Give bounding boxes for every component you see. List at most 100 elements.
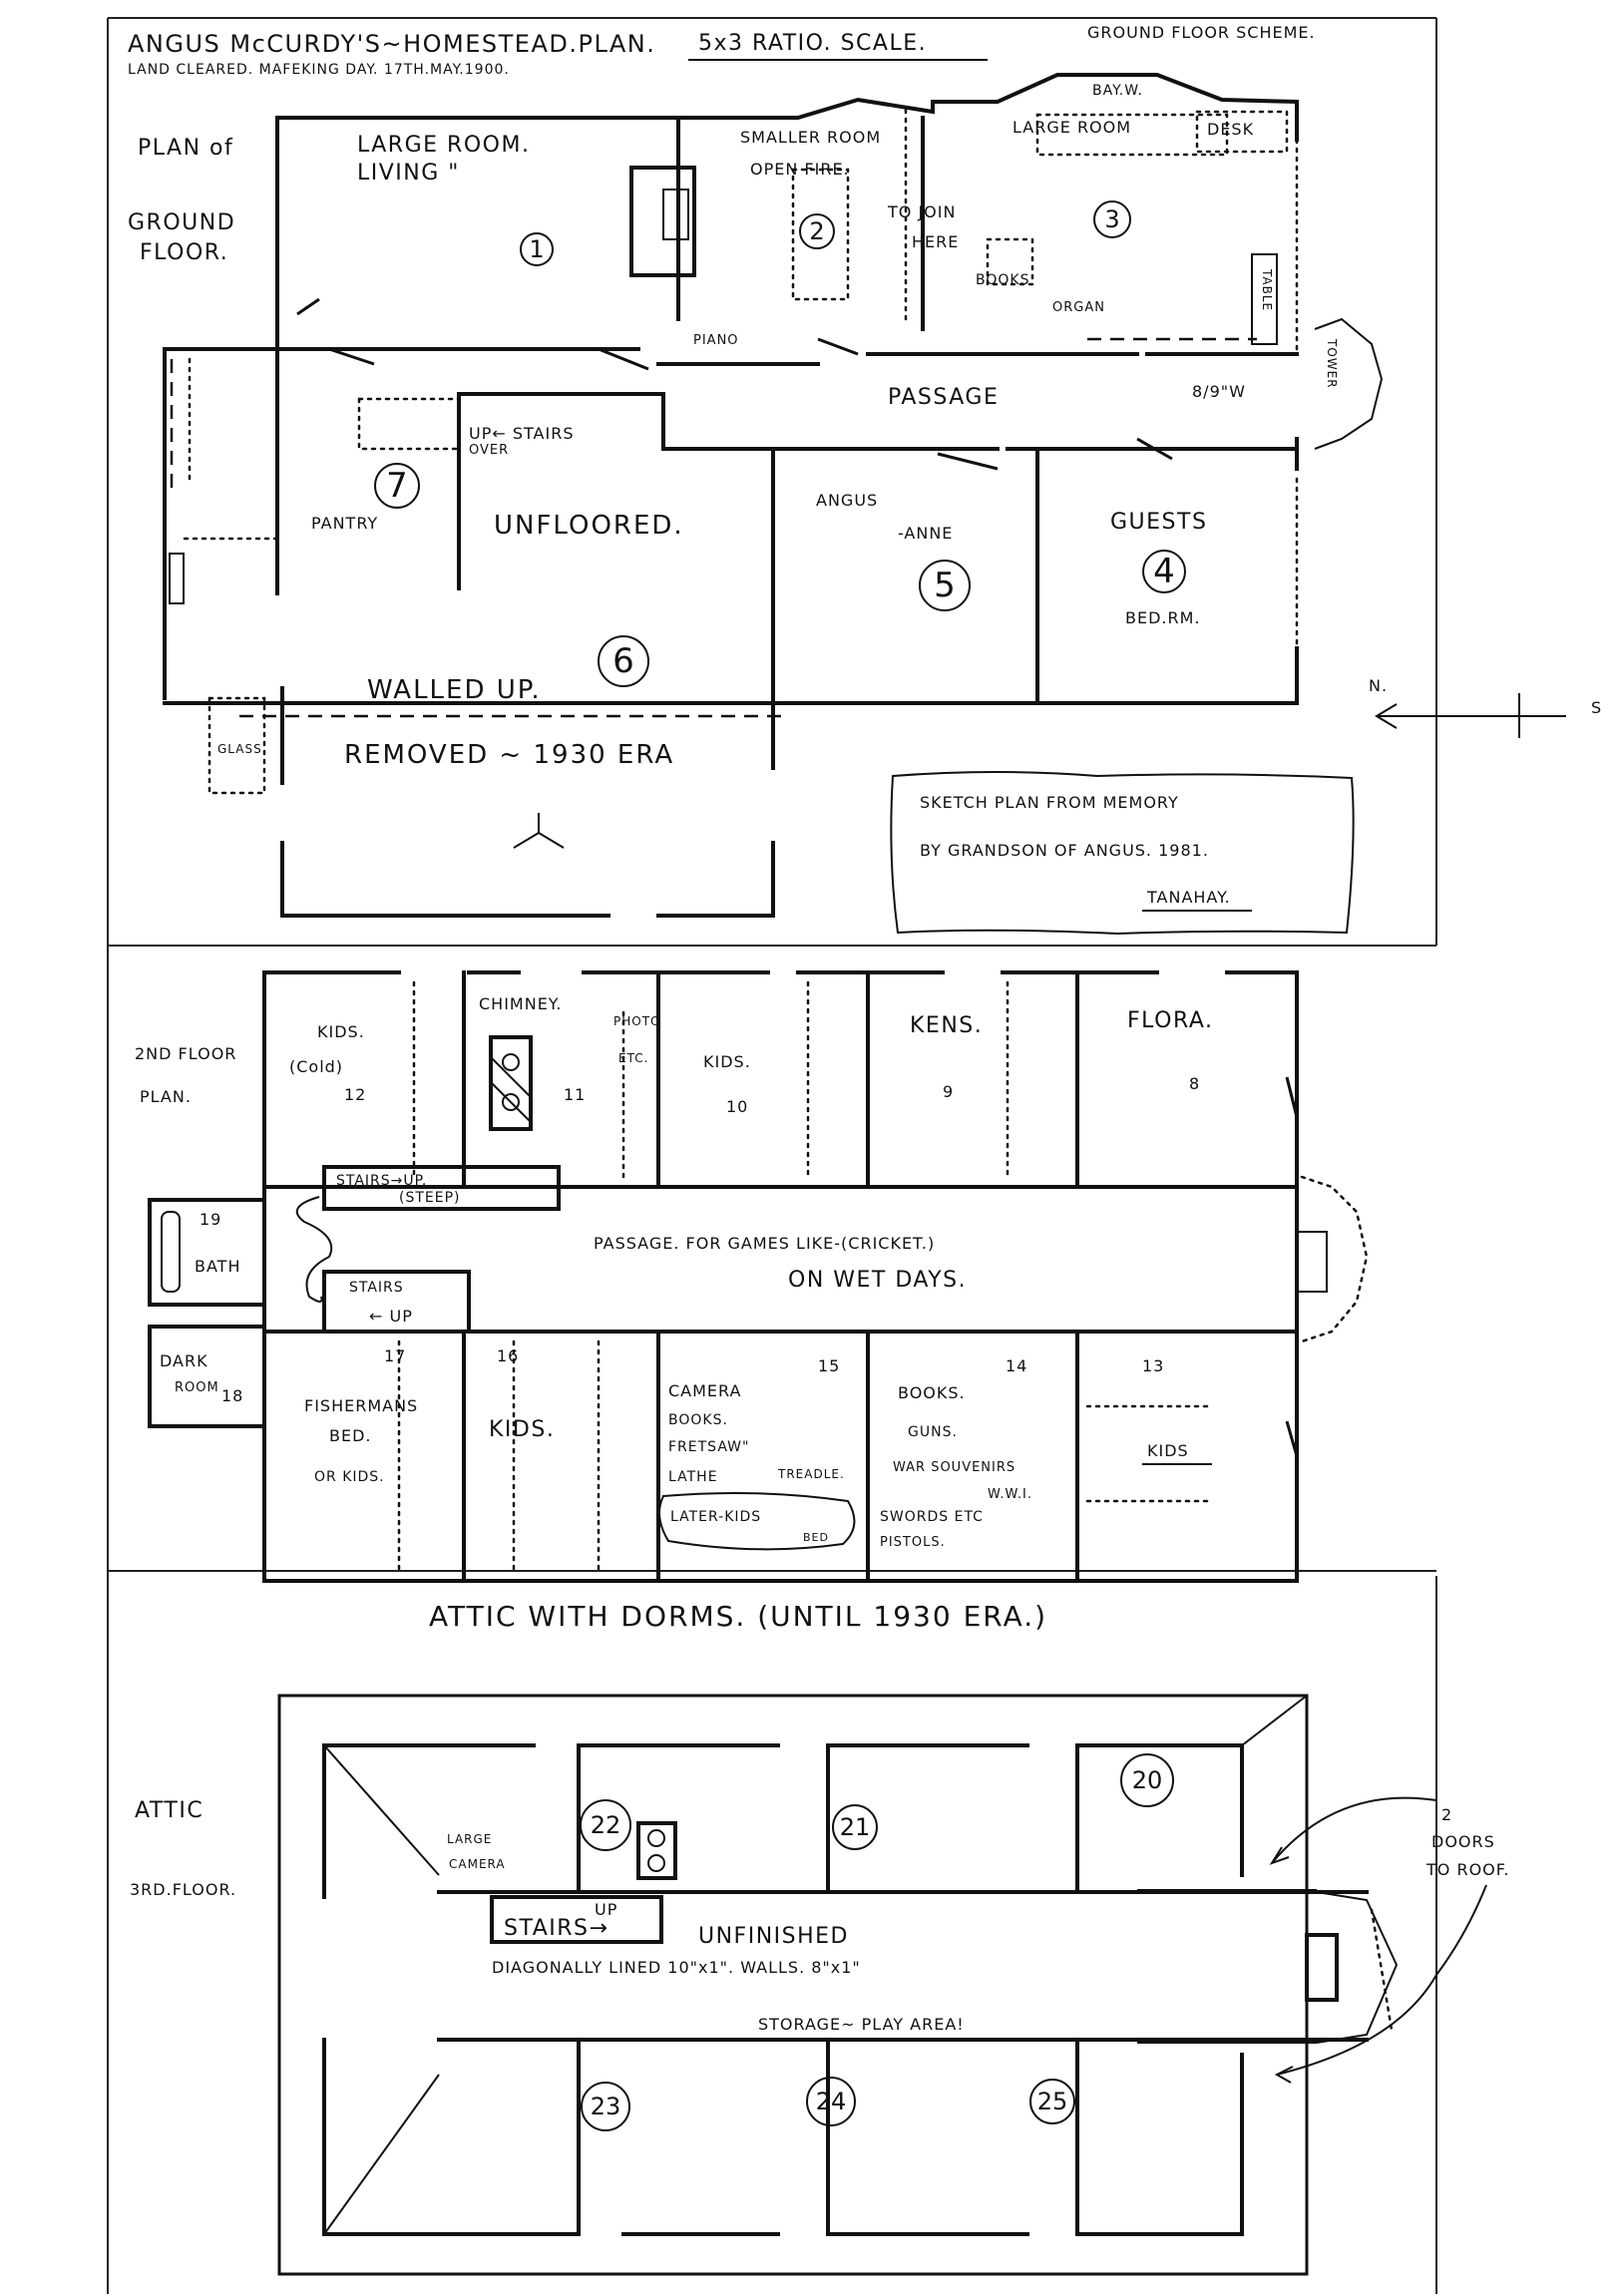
room-2-number: 2 [809,217,824,245]
room-13-label: KIDS [1147,1441,1189,1460]
second-floor-heading-2: PLAN. [140,1087,192,1106]
attic-stairs [490,1895,663,1944]
desk-label: DESK [1207,120,1254,139]
room-15-label-2: BOOKS. [668,1412,728,1428]
room-9-label: KENS. [910,1013,983,1038]
room-13-number: 13 [1142,1356,1164,1375]
room-15-label-3: FRETSAW" [668,1439,749,1455]
attic-heading-1: ATTIC [135,1798,203,1823]
steep-stairs-label: STAIRS→UP. [336,1173,427,1189]
room-16-label: KIDS. [489,1417,555,1442]
steep-stairs-note: (STEEP) [399,1190,461,1206]
room-2-label-1: SMALLER ROOM [740,128,881,147]
room-1-label-1: LARGE ROOM. [357,133,530,158]
doors-to-roof-3: TO ROOF. [1425,1860,1509,1879]
table-label: TABLE [1260,268,1274,311]
room-21-number: 21 [840,1813,871,1841]
attic-stairs-label: STAIRS→ [504,1916,608,1941]
room-5-circle [919,560,971,611]
stairs-over-label: OVER [469,443,509,458]
room-17-label-3: OR KIDS. [314,1469,385,1485]
room-17-label-1: FISHERMANS [304,1396,418,1415]
room-5-number: 5 [934,566,956,605]
room-7-number: 7 [386,466,408,506]
sketch-note-cloud [890,771,1355,936]
room-15-label-6: LATER-KIDS [670,1509,761,1525]
room-22-label-1: LARGE [447,1832,492,1846]
room-4-label-1: GUESTS [1110,510,1207,535]
ground-floor-heading-1: PLAN of [138,136,233,161]
sketch-note-line-1: SKETCH PLAN FROM MEMORY [920,793,1179,812]
glass-label: GLASS [217,742,262,756]
room-24-number: 24 [816,2088,847,2115]
room-15-number: 15 [818,1356,840,1375]
room-8-number: 8 [1189,1074,1200,1093]
room-15-label-5: TREADLE. [777,1467,845,1481]
scale-label: 5x3 RATIO. SCALE. [698,31,927,56]
room-1-label-2: LIVING " [357,161,460,186]
dimension-label: 8/9"W [1192,382,1246,401]
steep-stairs [322,1165,561,1211]
north-wall [275,73,1300,306]
storage-play-area-label: STORAGE~ PLAY AREA! [758,2015,965,2034]
room-1-number: 1 [529,235,544,263]
room-17-number: 17 [384,1346,406,1365]
roof-door-pointer-2 [1276,1884,1487,2076]
room-24-circle [806,2077,856,2126]
room-22-label-2: CAMERA [449,1857,506,1871]
room-2-circle [799,213,835,249]
room-25-number: 25 [1037,2088,1068,2115]
piano-label: PIANO [693,333,739,348]
room-14-number: 14 [1006,1356,1027,1375]
doors-to-roof-2: DOORS [1431,1832,1495,1851]
room-14-label-4: W.W.I. [988,1487,1032,1502]
room-14-label-5: SWORDS ETC [880,1509,984,1525]
main-stairs [322,1270,471,1334]
diagonally-lined-label: DIAGONALLY LINED 10"x1". WALLS. 8"x1" [492,1958,861,1977]
sketch-note-signature: TANAHAY. [1146,888,1231,907]
bath-label: BATH [195,1257,240,1276]
chimney-label: CHIMNEY. [479,994,562,1013]
room-12-number: 12 [344,1085,366,1104]
roof-door-pointer-1 [1271,1796,1437,1864]
room-6-circle [598,635,649,687]
bay-window-label: BAY.W. [1092,83,1143,99]
organ-label: ORGAN [1052,300,1105,315]
room-9-number: 9 [943,1082,954,1101]
to-join-label-1: TO JOIN [887,202,956,221]
room-14-label-3: WAR SOUVENIRS [893,1460,1015,1475]
passage-label: PASSAGE [888,385,999,410]
panel-frames [107,17,1437,2294]
doors-to-roof-1: 2 [1441,1805,1452,1824]
bath-number: 19 [200,1210,221,1229]
stair-outline [357,397,461,451]
ground-floor-heading-2: GROUND [128,210,235,235]
pantry-label: PANTRY [311,514,378,533]
main-stairs-label-1: STAIRS [349,1280,404,1296]
stairs-label: UP← STAIRS [469,424,574,443]
sketch-note-line-2: BY GRANDSON OF ANGUS. 1981. [920,841,1209,860]
unfloored-label: UNFLOORED. [494,511,684,541]
second-floor-heading-1: 2ND FLOOR [135,1044,236,1063]
plan-title: ANGUS McCURDY'S~HOMESTEAD.PLAN. [128,30,655,58]
attic-stairs-up: UP [595,1900,617,1919]
room-15-label-1: CAMERA [668,1381,741,1400]
room-7-circle [374,463,420,509]
room-8-label: FLORA. [1127,1008,1214,1033]
ground-floor-plan: PLAN of GROUND FLOOR. [128,73,1602,936]
removed-label: REMOVED ~ 1930 ERA [344,740,674,770]
fireplace-block [629,166,696,277]
attic-heading-2: 3RD.FLOOR. [130,1880,236,1899]
compass-north: N. [1369,676,1388,695]
room-22-number: 22 [591,1811,621,1839]
passage-wet-days-label: ON WET DAYS. [788,1268,967,1293]
room-3-label: LARGE ROOM [1013,118,1131,137]
ground-floor-heading-3: FLOOR. [140,240,228,265]
room-4-number: 4 [1153,552,1175,591]
room-10-label: KIDS. [703,1052,751,1071]
attic-title: ATTIC WITH DORMS. (UNTIL 1930 ERA.) [429,1600,1047,1633]
compass-south: S [1591,698,1602,717]
books-label: BOOKS [976,272,1029,288]
plan-header: ANGUS McCURDY'S~HOMESTEAD.PLAN. LAND CLE… [128,23,1315,78]
